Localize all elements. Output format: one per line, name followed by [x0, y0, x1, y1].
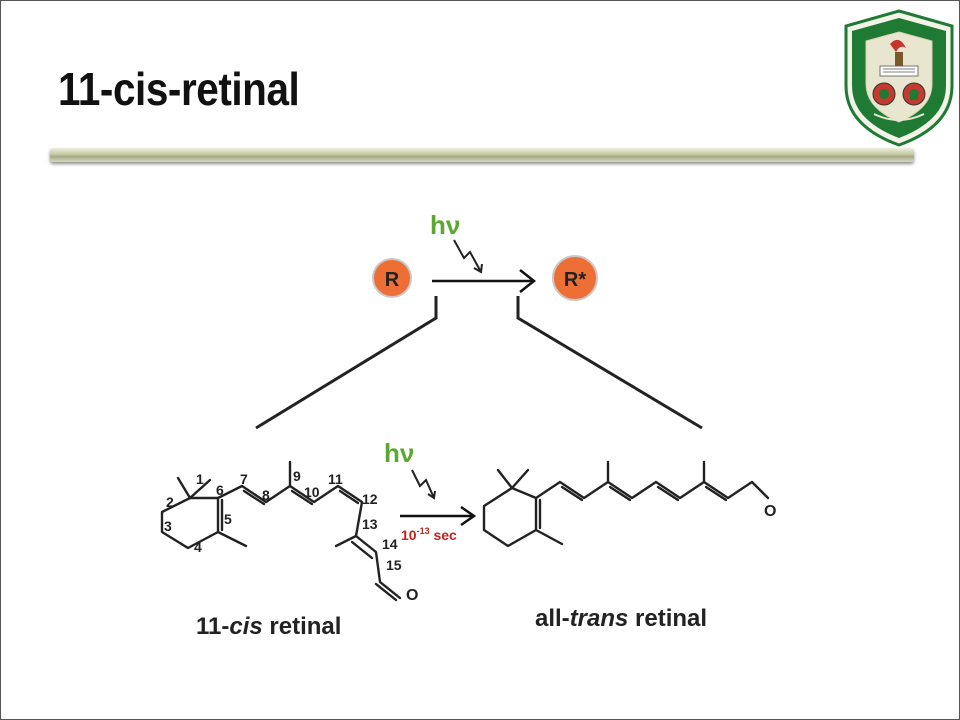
- atom-number-8: 8: [262, 487, 270, 503]
- title-divider: [50, 148, 914, 162]
- atom-number-6: 6: [216, 482, 224, 498]
- bottom-lightning-icon: [411, 469, 435, 499]
- atom-number-4: 4: [194, 539, 202, 555]
- top-light-label: hν: [430, 210, 460, 240]
- reactant-label: R: [385, 269, 400, 291]
- trans-oxygen-label: O: [764, 503, 776, 520]
- cis-oxygen-label: O: [406, 587, 418, 604]
- atom-number-5: 5: [224, 511, 232, 527]
- atom-number-labels: 1 2 3 4 5 6 7 8 9 10 11 12 13 14 15: [164, 468, 402, 573]
- isomerization-time-label: 10-13 sec: [401, 526, 457, 543]
- reactant-circle: [372, 258, 412, 298]
- atom-number-7: 7: [240, 471, 248, 487]
- atom-number-11: 11: [328, 471, 343, 487]
- atom-number-10: 10: [304, 484, 320, 500]
- slide-title: 11-cis-retinal: [58, 63, 300, 115]
- product-label: R*: [564, 269, 586, 291]
- trans-retinal-label: all-trans retinal: [535, 605, 707, 632]
- university-emblem-icon: [844, 9, 954, 147]
- trans-retinal-structure: [482, 460, 770, 548]
- atom-number-12: 12: [362, 491, 378, 507]
- atom-number-3: 3: [164, 518, 172, 534]
- top-lightning-tip: [473, 263, 483, 274]
- cis-retinal-label: 11-cis retinal: [196, 613, 341, 640]
- atom-number-15: 15: [386, 557, 402, 573]
- bottom-light-label: hν: [384, 438, 414, 468]
- atom-number-14: 14: [382, 536, 398, 552]
- bottom-lightning-tip: [427, 490, 436, 500]
- top-arrow-head-icon: [519, 269, 537, 293]
- atom-number-9: 9: [293, 468, 301, 484]
- left-zoom-line: [255, 296, 438, 430]
- atom-number-1: 1: [196, 471, 204, 487]
- top-lightning-icon: [453, 239, 482, 273]
- product-circle: [552, 255, 598, 301]
- bottom-arrow-head-icon: [460, 505, 477, 527]
- cis-retinal-structure: [160, 460, 402, 602]
- atom-number-13: 13: [362, 516, 378, 532]
- atom-number-2: 2: [166, 494, 174, 510]
- right-zoom-line: [516, 296, 703, 430]
